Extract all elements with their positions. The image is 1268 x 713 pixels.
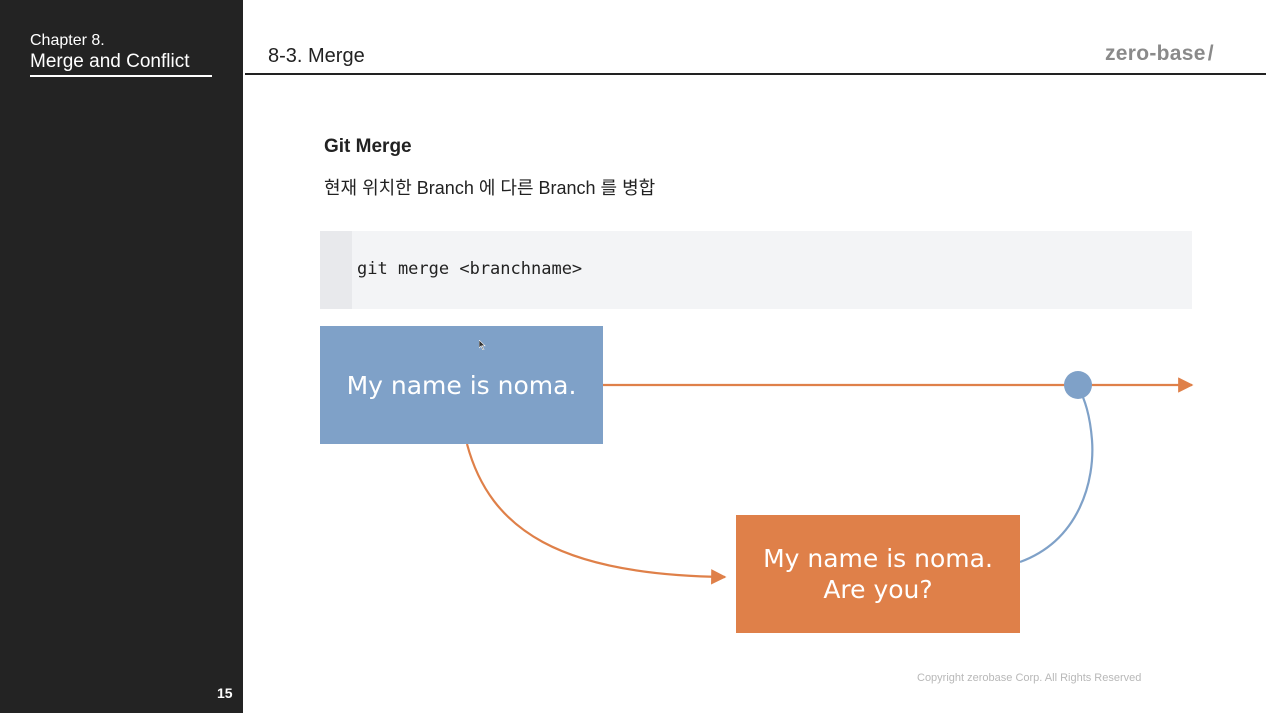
- copyright-notice: Copyright zerobase Corp. All Rights Rese…: [917, 672, 1142, 684]
- chapter-title: Merge and Conflict: [30, 51, 212, 77]
- zerobase-logo: zero-base/: [1105, 42, 1214, 66]
- branch-off-arrow: [465, 443, 727, 585]
- mouse-cursor-icon: [479, 340, 486, 350]
- header-divider: [245, 73, 1266, 75]
- branch-commit-line2: Are you?: [823, 575, 933, 604]
- chapter-number: Chapter 8.: [30, 32, 105, 49]
- main-commit-text: My name is noma.: [346, 370, 577, 400]
- main-branch-commit-box: My name is noma.: [320, 326, 603, 444]
- branch-commit-line1: My name is noma.: [763, 544, 993, 573]
- slide-title: 8-3. Merge: [268, 45, 365, 67]
- code-block: git merge <branchname>: [320, 231, 1192, 309]
- chapter-sidebar: Chapter 8. Merge and Conflict 15: [0, 0, 243, 713]
- merge-commit-node: [1064, 371, 1092, 399]
- feature-branch-commit-box: My name is noma. Are you?: [736, 515, 1020, 633]
- code-block-gutter: [320, 231, 352, 309]
- logo-text: zero-base: [1105, 42, 1206, 65]
- section-description: 현재 위치한 Branch 에 다른 Branch 를 병합: [324, 178, 656, 198]
- merge-back-curve: [1019, 385, 1094, 564]
- branch-commit-text: My name is noma. Are you?: [763, 543, 993, 605]
- section-title: Git Merge: [324, 136, 412, 157]
- code-command: git merge <branchname>: [357, 259, 583, 279]
- page-number: 15: [217, 685, 233, 701]
- logo-slash-icon: /: [1207, 42, 1214, 65]
